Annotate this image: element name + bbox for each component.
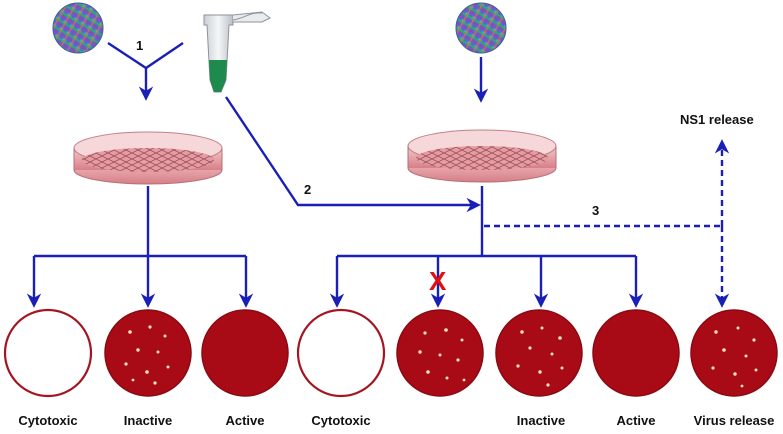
result-label-virus-release: Virus release: [694, 413, 775, 428]
step-3-label: 3: [592, 203, 599, 218]
well-virus-release: [690, 309, 778, 397]
arrow-step-2: [225, 96, 481, 213]
right-branch-arrows: [329, 186, 644, 308]
microtube-icon: [203, 11, 271, 93]
plaque-dots: [418, 328, 466, 382]
culture-dish-icon: [407, 129, 557, 183]
well-inactive-right: [495, 309, 583, 397]
well-inactive-left: [104, 309, 192, 397]
ns1-release-label: NS1 release: [680, 112, 754, 127]
step-3-dashed-arrows: [484, 139, 730, 308]
well-cytotoxic-left: [3, 308, 93, 398]
well-blocked-right: [396, 309, 484, 397]
blocked-cross-icon: X: [429, 266, 447, 296]
left-branch-arrows: [26, 186, 254, 308]
result-label-active-right: Active: [616, 413, 655, 428]
step-2-label: 2: [304, 182, 311, 197]
well-active-right: [592, 309, 680, 397]
virus-icon: [455, 2, 507, 54]
antibody-icon: [107, 41, 184, 70]
result-label-cytotoxic-right: Cytotoxic: [311, 413, 370, 428]
plaque-dots: [516, 326, 564, 387]
result-label-inactive-right: Inactive: [517, 413, 565, 428]
virus-icon: [52, 2, 104, 54]
result-label-cytotoxic-left: Cytotoxic: [18, 413, 77, 428]
well-cytotoxic-right: [296, 308, 386, 398]
result-label-inactive-left: Inactive: [124, 413, 172, 428]
plaque-dots: [124, 325, 170, 385]
culture-dish-icon: [73, 131, 223, 185]
step-1-label: 1: [136, 38, 143, 53]
result-label-active-left: Active: [225, 413, 264, 428]
plaque-dots: [711, 326, 758, 388]
well-active-left: [201, 309, 289, 397]
